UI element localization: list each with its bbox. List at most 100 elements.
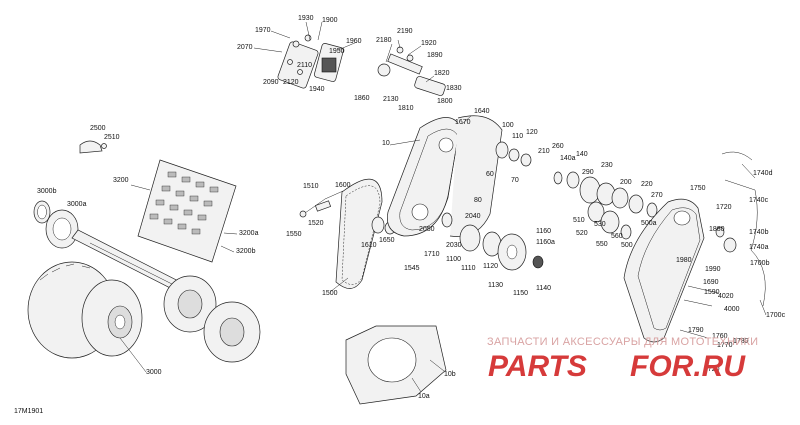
callout-120: 120 — [526, 129, 538, 136]
callout-1940: 1940 — [309, 86, 325, 93]
watermark-logo-right: FOR.RU — [630, 350, 746, 383]
callout-1920: 1920 — [421, 40, 437, 47]
callout-2130: 2130 — [383, 96, 399, 103]
callout-70: 70 — [511, 177, 519, 184]
callout-1720-a: 1720 — [716, 204, 732, 211]
callout-1740d: 1740d — [753, 170, 773, 177]
callout-290: 290 — [582, 169, 594, 176]
callout-520: 520 — [576, 230, 588, 237]
callout-1890: 1890 — [427, 52, 443, 59]
callout-1600: 1600 — [335, 182, 351, 189]
callout-2030: 2030 — [446, 242, 462, 249]
callout-1640: 1640 — [474, 108, 490, 115]
callout-1970: 1970 — [255, 27, 271, 34]
callout-1130: 1130 — [488, 282, 503, 289]
callout-1880: 1880 — [709, 226, 725, 233]
callout-4020: 4020 — [718, 293, 734, 300]
leader-lines — [119, 30, 767, 393]
callout-1820: 1820 — [434, 70, 450, 77]
callout-530: 530 — [594, 221, 606, 228]
callout-1740b: 1740b — [749, 229, 769, 236]
callout-1160a: 1160a — [536, 239, 555, 246]
callout-2500: 2500 — [90, 125, 106, 132]
callout-1690: 1690 — [703, 279, 719, 286]
callout-1590: 1590 — [704, 289, 720, 296]
callout-2110: 2110 — [297, 62, 312, 69]
callout-270: 270 — [651, 192, 663, 199]
callout-4000: 4000 — [724, 306, 740, 313]
callout-3000a: 3000a — [67, 201, 87, 208]
callout-1900: 1900 — [322, 17, 338, 24]
callout-2070: 2070 — [237, 44, 253, 51]
callout-1990: 1990 — [705, 266, 721, 273]
callout-1120: 1120 — [483, 263, 498, 270]
callout-1100: 1100 — [446, 256, 461, 263]
callout-560: 560 — [611, 233, 623, 240]
callout-1150: 1150 — [513, 290, 528, 297]
callout-1110: 1110 — [461, 265, 476, 272]
callout-60: 60 — [486, 171, 494, 178]
callout-220: 220 — [641, 181, 653, 188]
callout-200: 200 — [620, 179, 632, 186]
callout-110: 110 — [512, 133, 523, 140]
callout-labels: 1900 1930 1970 2070 2090 2110 2120 1940 … — [37, 15, 786, 400]
callout-1770: 1770 — [717, 342, 733, 349]
callout-10b: 10b — [444, 371, 456, 378]
callout-3200a: 3200a — [239, 230, 259, 237]
callout-1500: 1500 — [322, 290, 338, 297]
callout-210: 210 — [538, 148, 550, 155]
callout-1860: 1860 — [354, 95, 370, 102]
callout-1980: 1980 — [676, 257, 692, 264]
callout-260: 260 — [552, 143, 564, 150]
watermark-caption: ЗАПЧАСТИ И АКСЕССУАРЫ ДЛЯ МОТОТЕХНИКИ — [487, 336, 758, 348]
callout-1160: 1160 — [536, 228, 551, 235]
callout-1750: 1750 — [690, 185, 706, 192]
callout-3200b: 3200b — [236, 248, 256, 255]
callout-3200: 3200 — [113, 177, 129, 184]
callout-1650: 1650 — [379, 237, 395, 244]
callout-100: 100 — [502, 122, 514, 129]
callout-1830: 1830 — [446, 85, 462, 92]
callout-1520: 1520 — [308, 220, 324, 227]
callout-140: 140 — [576, 151, 588, 158]
callout-2040: 2040 — [465, 213, 481, 220]
callout-1740c: 1740c — [749, 197, 769, 204]
callout-1810: 1810 — [398, 105, 414, 112]
callout-1700b: 1700b — [750, 260, 770, 267]
callout-1610: 1610 — [361, 242, 377, 249]
callout-80: 80 — [474, 197, 482, 204]
callout-500a: 500a — [641, 220, 657, 227]
callout-1545: 1545 — [404, 265, 420, 272]
diagram-code: 17M1901 — [14, 408, 43, 415]
callout-140a: 140a — [560, 155, 576, 162]
callout-1510: 1510 — [303, 183, 319, 190]
callout-2190: 2190 — [397, 28, 413, 35]
callout-500: 500 — [621, 242, 633, 249]
callout-2180: 2180 — [376, 37, 392, 44]
callout-2090: 2090 — [263, 79, 279, 86]
callout-1950: 1950 — [329, 48, 345, 55]
callout-1740a: 1740a — [749, 244, 769, 251]
callout-1780: 1780 — [733, 338, 749, 345]
watermark: ЗАПЧАСТИ И АКСЕССУАРЫ ДЛЯ МОТОТЕХНИКИ PA… — [487, 336, 758, 383]
callout-1930: 1930 — [298, 15, 314, 22]
callout-1550: 1550 — [286, 231, 302, 238]
callout-3000: 3000 — [146, 369, 162, 376]
callout-2510: 2510 — [104, 134, 120, 141]
callout-1760: 1760 — [712, 333, 728, 340]
callout-1720-b: 1720 — [704, 366, 720, 373]
part-drawings — [27, 21, 766, 405]
callout-550: 550 — [596, 241, 608, 248]
callout-1670: 1670 — [455, 119, 471, 126]
watermark-logo-left: PARTS — [488, 350, 587, 383]
callout-2050: 2050 — [419, 226, 435, 233]
callout-1140: 1140 — [536, 285, 551, 292]
callout-3000b: 3000b — [37, 188, 57, 195]
callout-1710: 1710 — [424, 251, 440, 258]
callout-10: 10 — [382, 140, 390, 147]
callout-510: 510 — [573, 217, 585, 224]
callout-1960: 1960 — [346, 38, 362, 45]
callout-1800: 1800 — [437, 98, 453, 105]
callout-1790: 1790 — [688, 327, 704, 334]
